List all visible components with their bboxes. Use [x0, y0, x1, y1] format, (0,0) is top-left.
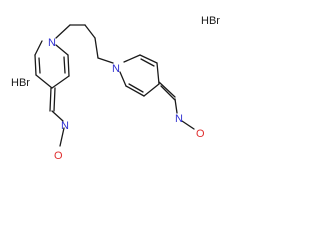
oxime-oxygen-left: O [54, 150, 63, 162]
bond [160, 85, 176, 101]
bond [94, 37, 99, 59]
bond [59, 127, 65, 147]
left-oxime-group [49, 87, 65, 147]
bond [156, 62, 160, 85]
butyl-linker [55, 24, 114, 64]
bond [67, 54, 70, 77]
right-oxime-group [158, 81, 195, 130]
bond [35, 74, 53, 89]
bond [84, 24, 96, 39]
bond [158, 81, 176, 98]
oxime-nitrogen-left: N [61, 120, 69, 132]
bond [123, 54, 141, 63]
bond [119, 71, 127, 87]
bond [34, 54, 37, 76]
bond [125, 85, 145, 97]
hbr-label-left: HBr [11, 77, 30, 89]
bond [143, 83, 160, 97]
bond [174, 98, 178, 114]
chemical-structure: HBr HBr N N N O N O [11, 15, 220, 162]
bond [51, 75, 70, 89]
bond [51, 110, 64, 122]
bond [38, 57, 41, 74]
bond [181, 120, 195, 130]
bond [128, 83, 144, 93]
right-pyridine-ring [119, 54, 160, 97]
oxime-nitrogen-right: N [175, 113, 183, 125]
bond [63, 56, 66, 74]
oxime-oxygen-right: O [196, 128, 205, 140]
bond [139, 54, 158, 64]
bond [49, 87, 52, 112]
bond [53, 87, 56, 112]
bond [55, 44, 69, 56]
hbr-label-top: HBr [201, 15, 220, 27]
bond [97, 57, 114, 64]
ring-nitrogen-right: N [112, 63, 120, 75]
bond [34, 40, 43, 56]
ring-nitrogen-left: N [48, 37, 56, 49]
left-pyridine-ring [34, 40, 70, 89]
bond [55, 24, 71, 39]
bond [140, 58, 155, 67]
